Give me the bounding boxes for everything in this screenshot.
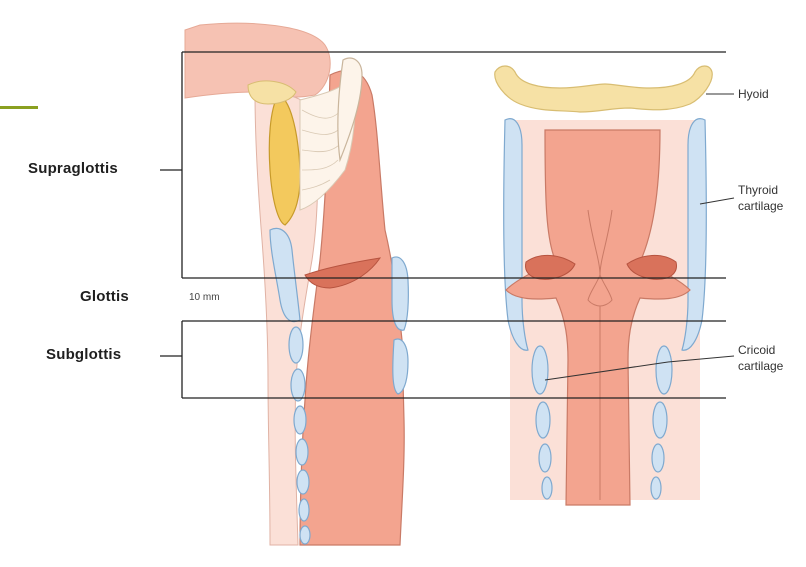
cricoid-cartilage-label: Cricoid cartilage	[738, 342, 783, 374]
hyoid-bone-coronal	[495, 66, 712, 112]
hyoid-label: Hyoid	[738, 86, 769, 102]
coronal-view	[495, 66, 712, 505]
scale-label: 10 mm	[189, 292, 220, 303]
sagittal-view	[185, 23, 408, 545]
thyroid-label-line1: Thyroid	[738, 182, 783, 198]
subglottis-label: Subglottis	[46, 346, 121, 363]
cricoid-label-line1: Cricoid	[738, 342, 783, 358]
thyroid-label-line2: cartilage	[738, 198, 783, 214]
glottis-label: Glottis	[80, 288, 129, 305]
accent-rule	[0, 106, 38, 109]
supraglottis-label: Supraglottis	[28, 160, 118, 177]
thyroid-cartilage-label: Thyroid cartilage	[738, 182, 783, 214]
cricoid-label-line2: cartilage	[738, 358, 783, 374]
